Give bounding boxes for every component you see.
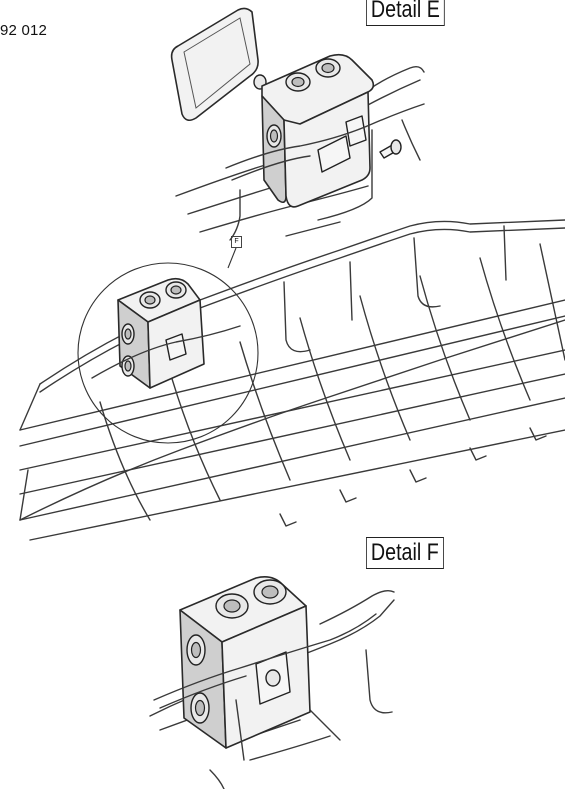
detail-f-illustration [149, 576, 395, 789]
detail-e-illustration [170, 7, 425, 241]
detail-f-label: Detail F [366, 537, 444, 569]
detail-f-callout [77, 247, 259, 444]
detail-e-label: Detail E [366, 0, 445, 26]
cable-tray-icon [19, 219, 565, 541]
junction-box-icon [117, 277, 205, 389]
part-number: 92 012 [0, 22, 48, 39]
lid-icon [170, 7, 267, 122]
callout-f-tag: F [231, 236, 242, 248]
screw-icon [379, 139, 402, 159]
junction-box-icon [179, 576, 311, 749]
